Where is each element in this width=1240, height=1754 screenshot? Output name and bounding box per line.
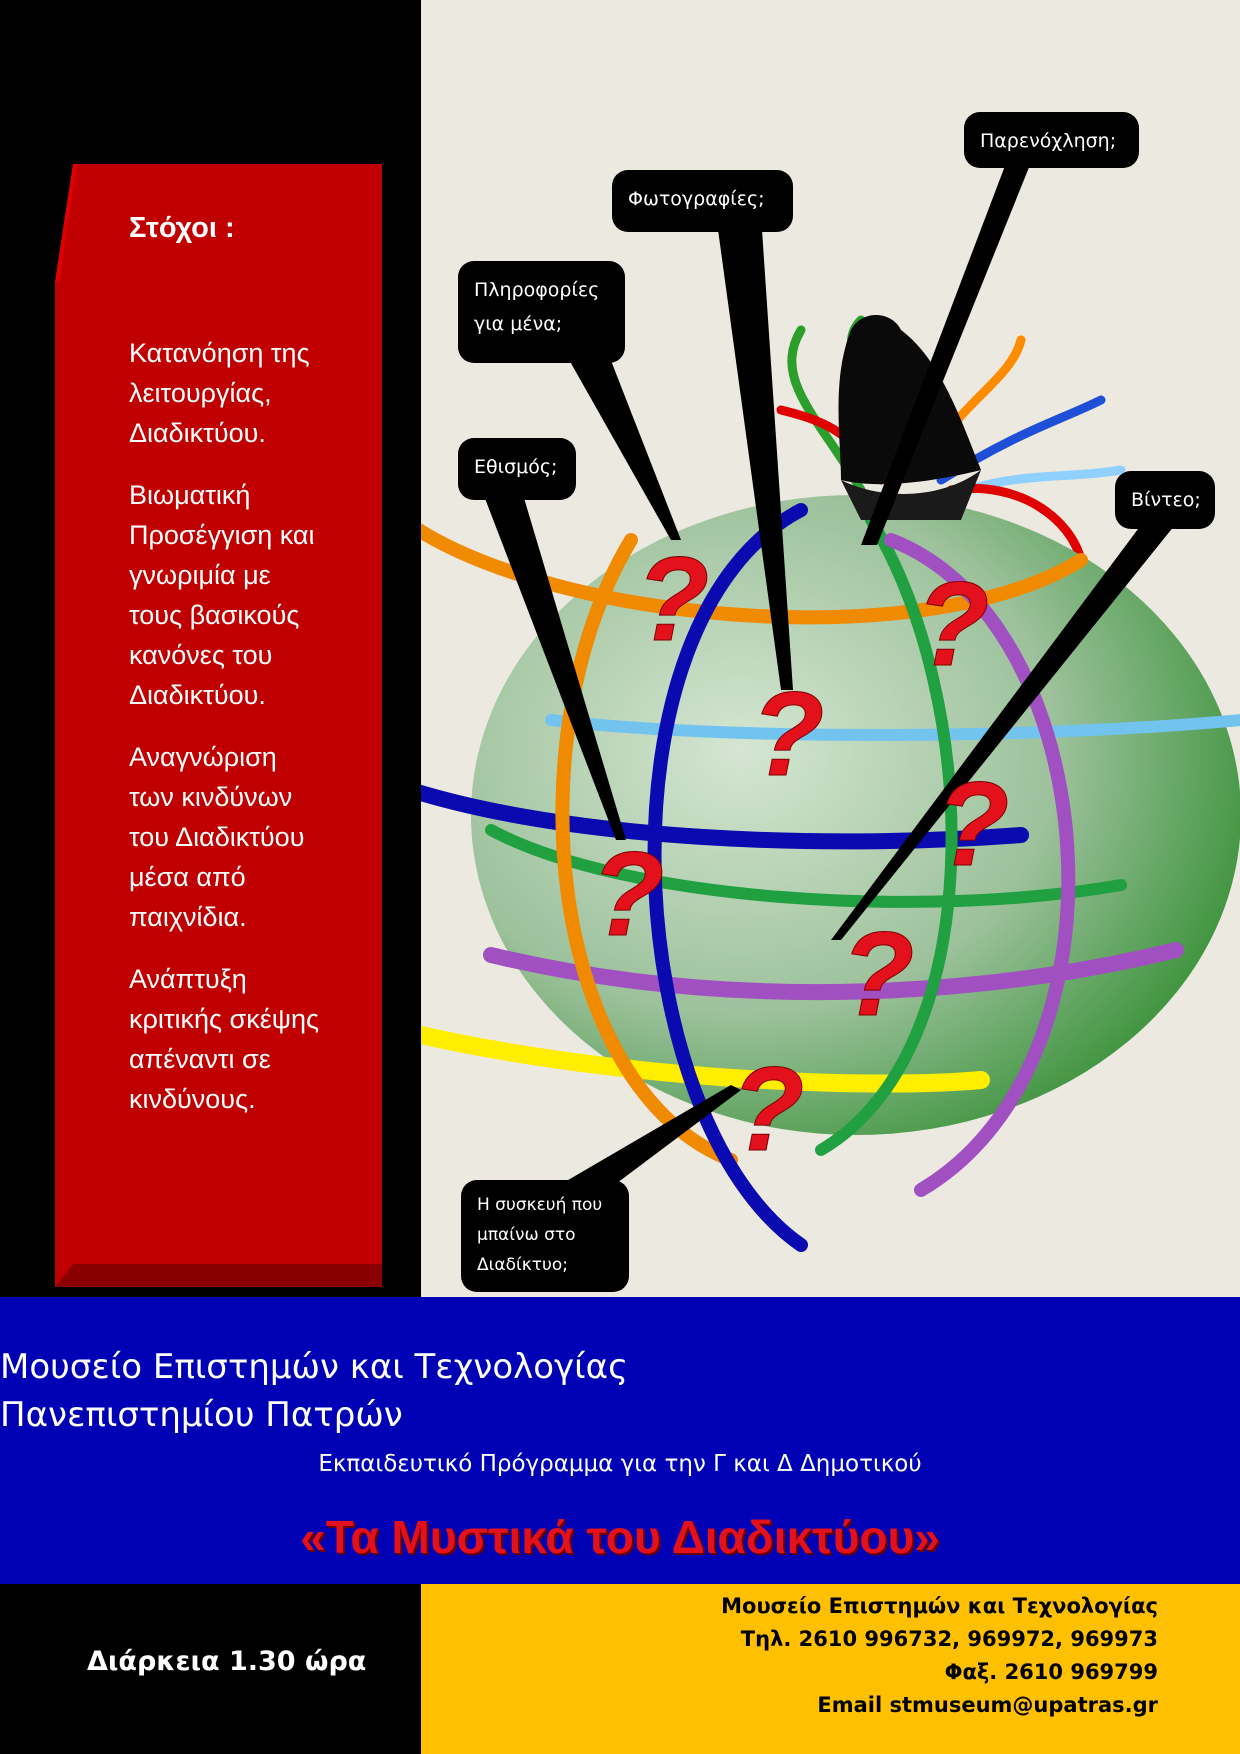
contact-museum: Μουσείο Επιστημών και Τεχνολογίας	[721, 1594, 1158, 1618]
question-mark-icon: ?	[916, 557, 989, 691]
goals-banner-shape	[55, 164, 382, 1287]
museum-info-band	[0, 1297, 1240, 1584]
question-mark-icon: ?	[751, 667, 824, 801]
contact-panel: Μουσείο Επιστημών και Τεχνολογίας Τηλ. 2…	[421, 1584, 1240, 1754]
bubble-addiction: Εθισμός;	[458, 438, 576, 500]
duration-panel	[0, 1584, 421, 1754]
question-mark-icon: ?	[936, 757, 1009, 891]
contact-phone: Τηλ. 2610 996732, 969972, 969973	[740, 1627, 1158, 1651]
question-mark-icon: ?	[841, 907, 914, 1041]
goals-banner: Στόχοι : Κατανόηση της λειτουργίας, Διαδ…	[55, 164, 382, 1287]
bubble-photos: Φωτογραφίες;	[612, 170, 793, 232]
goal-item-understanding: Κατανόηση της λειτουργίας, Διαδικτύου.	[129, 338, 310, 448]
goals-title: Στόχοι :	[129, 212, 235, 244]
contact-email: Email stmuseum@upatras.gr	[817, 1693, 1158, 1717]
museum-name-line2: Πανεπιστημίου Πατρών	[0, 1395, 403, 1435]
bubble-device: Η συσκευή που μπαίνω στο Διαδίκτυο;	[461, 1180, 629, 1292]
bubble-video: Βίντεο;	[1115, 471, 1215, 529]
question-mark-icon: ?	[636, 532, 709, 666]
duration-text: Διάρκεια 1.30 ώρα	[87, 1646, 367, 1677]
goals-list: Στόχοι : Κατανόηση της λειτουργίας, Διαδ…	[129, 212, 379, 1141]
goal-item-experiential: Βιωματική Προσέγγιση και γνωριμία με του…	[129, 480, 315, 710]
globe-rings	[421, 503, 1240, 1252]
question-mark-icon: ?	[591, 827, 664, 961]
globe-artwork: ? ? ? ? ? ? ?	[421, 150, 1240, 1252]
contact-fax: Φαξ. 2610 969799	[944, 1660, 1158, 1684]
bubble-tails	[481, 150, 1191, 1210]
globe-illustration: ? ? ? ? ? ? ? Παρενόχληση; Φωτογραφίες; …	[421, 0, 1240, 1297]
question-mark-icon: ?	[731, 1042, 804, 1176]
program-title: «Τα Μυστικά του Διαδικτύου»	[300, 1511, 940, 1563]
goal-item-recognition: Αναγνώριση των κινδύνων του Διαδικτύου μ…	[129, 742, 305, 932]
bubble-info: Πληροφορίες για μένα;	[458, 261, 625, 363]
museum-name-line1: Μουσείο Επιστημών και Τεχνολογίας	[0, 1347, 629, 1387]
goal-item-critical-thinking: Ανάπτυξη κριτικής σκέψης απέναντι σε κιν…	[129, 964, 320, 1114]
question-marks: ? ? ? ? ? ? ?	[591, 532, 1010, 1177]
program-subtitle: Εκπαιδευτικό Πρόγραμμα για την Γ και Δ Δ…	[318, 1451, 922, 1477]
bubble-harassment: Παρενόχληση;	[964, 112, 1139, 168]
